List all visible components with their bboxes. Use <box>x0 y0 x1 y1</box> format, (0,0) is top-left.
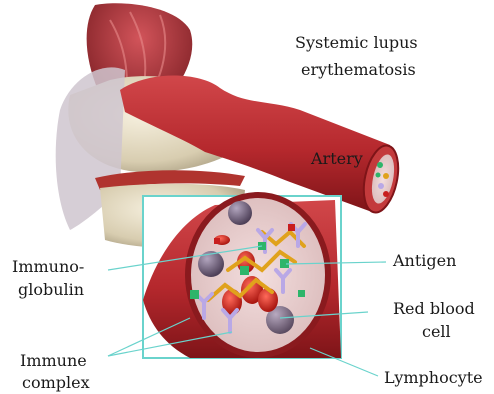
immunoglobulin-label-line-2: globulin <box>18 280 84 299</box>
antigen-label: Antigen <box>392 251 456 270</box>
lymphocyte-cell <box>228 201 252 225</box>
immune-complex-label-line-2: complex <box>22 373 90 392</box>
title-line-1: Systemic lupus <box>295 33 418 52</box>
artery-label: Artery <box>310 149 363 168</box>
lymphocyte-leader <box>310 348 378 376</box>
title-line-2: erythematosis <box>301 60 416 79</box>
rbc-label-line-1: Red blood <box>393 299 475 318</box>
rbc-label-line-2: cell <box>422 322 451 341</box>
immune-complex-label-line-1: Immune <box>20 351 87 370</box>
lymphocyte-label: Lymphocyte <box>384 368 483 387</box>
immunoglobulin-label-line-1: Immuno- <box>12 257 84 276</box>
